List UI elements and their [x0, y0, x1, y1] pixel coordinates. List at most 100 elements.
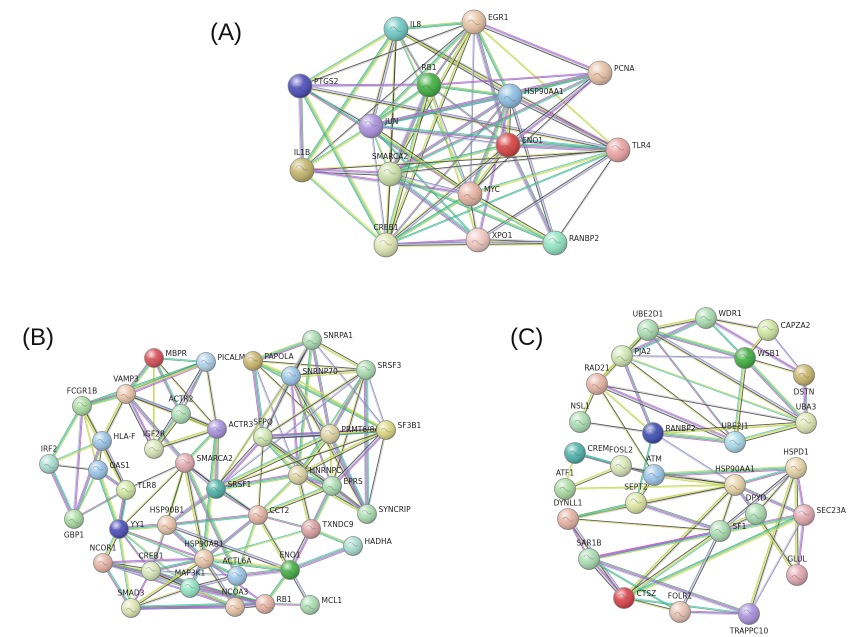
node-c-pja2: PJA2	[611, 345, 651, 367]
edge-strand	[236, 514, 259, 577]
node-label: IGF2R	[143, 430, 165, 439]
node-label: RANBP2	[569, 234, 599, 243]
edge-egr1-ptgs2	[299, 21, 475, 87]
edge-strand	[652, 433, 735, 443]
edge-strand	[389, 144, 509, 175]
edge-strand	[370, 70, 600, 125]
edge-strand	[215, 429, 386, 489]
edge-strand	[330, 369, 366, 486]
edge-strand	[299, 86, 386, 246]
edge-strand	[331, 369, 367, 487]
edge-strand	[568, 518, 721, 531]
structure-glyph	[630, 498, 642, 504]
edge-strand	[300, 170, 386, 247]
edge-strand	[508, 96, 555, 244]
node-label: PTGS2	[314, 77, 339, 86]
edge-sf3b1-syncrip	[366, 429, 387, 515]
node-b-fcgr1b: FCGR1B	[67, 387, 97, 416]
panel-b-label: (B)	[22, 324, 54, 351]
edge-strand	[291, 371, 367, 379]
edge-strand	[252, 361, 386, 432]
node-c-dpyd: DPYD	[745, 494, 767, 525]
structure-glyph	[260, 604, 270, 609]
edge-strand	[385, 192, 470, 245]
node-label: ACTR2	[169, 395, 194, 404]
edge-strand	[124, 394, 185, 465]
edge-strand	[166, 514, 259, 526]
structure-glyph	[739, 353, 751, 359]
edge-strand	[385, 95, 510, 245]
edge-strand	[370, 72, 600, 126]
node-shine	[724, 431, 746, 453]
node-label: OAS1	[110, 461, 131, 470]
node-label: EPRS	[344, 477, 363, 486]
structure-glyph	[583, 554, 595, 560]
node-c-ube2d1: UBE2D1	[633, 310, 664, 341]
edge-sf3b1-srsf1	[215, 429, 387, 490]
node-label: IRF2	[41, 445, 58, 454]
edge-strand	[734, 422, 806, 442]
edge-smarca2-hsp90ab1	[182, 462, 207, 560]
edge-cct2-hsp90b1	[166, 513, 259, 527]
node-shine	[196, 352, 216, 372]
edge-strand	[184, 463, 237, 577]
structure-glyph	[503, 96, 517, 102]
edge-snrnp70-srsf1	[215, 375, 292, 490]
edge-eno1-hadha	[289, 544, 354, 572]
edge-strand	[622, 355, 655, 433]
edge-ptgs2-creb1	[298, 85, 388, 246]
edge-strand	[679, 530, 721, 613]
structure-glyph	[307, 340, 317, 345]
edge-strand	[261, 437, 332, 488]
edge-il1b-creb1	[300, 168, 388, 247]
node-a-ranbp2: RANBP2	[542, 230, 599, 256]
edge-strand	[371, 74, 601, 129]
edge-strand	[648, 329, 736, 442]
edge-strand	[256, 515, 289, 572]
node-shine	[637, 319, 659, 341]
edge-egr1-myc	[469, 21, 475, 195]
edge-strand	[126, 392, 187, 463]
node-shine	[578, 548, 600, 570]
node-label: SRSF3	[378, 361, 402, 370]
edge-strand	[622, 355, 746, 358]
node-b-snrpa1: SNRPA1	[302, 330, 353, 350]
edge-strand	[302, 150, 619, 171]
edge-strand	[153, 428, 217, 449]
node-shine	[141, 561, 161, 581]
edge-strand	[596, 384, 735, 443]
node-shine	[144, 439, 164, 459]
edge-strand	[216, 437, 265, 491]
structure-glyph	[348, 542, 358, 547]
edge-strand	[262, 437, 332, 487]
edge-strand	[291, 375, 387, 430]
edge-strand	[297, 429, 387, 476]
structure-glyph	[379, 240, 393, 246]
edge-strand	[468, 95, 509, 194]
edge-strand	[395, 21, 475, 30]
edge-strand	[126, 463, 186, 491]
structure-glyph	[149, 358, 159, 363]
node-c-ube2j1: UBE2J1	[721, 422, 749, 453]
edge-papola-snrpa1	[252, 338, 313, 363]
edge-strand	[648, 327, 746, 357]
node-shine	[642, 422, 664, 444]
edge-strand	[395, 20, 474, 29]
edge-strand	[624, 515, 805, 599]
node-shine	[144, 348, 164, 368]
node-label: DPYD	[746, 494, 767, 503]
edge-dpyd-glul	[754, 512, 799, 577]
node-a-hsp90aa1: HSP90AA1	[497, 83, 564, 109]
edge-strand	[621, 316, 706, 355]
node-shine	[93, 553, 113, 573]
edge-sf3b1-eprs	[330, 428, 388, 488]
node-b-hnrnpc: HNRNPC	[288, 465, 341, 485]
edge-fcgr1b-irf2	[47, 405, 84, 465]
edge-strand	[389, 71, 600, 174]
edge-layer	[564, 315, 809, 616]
structure-glyph	[548, 238, 562, 244]
node-label: TLR4	[631, 141, 651, 150]
node-shine	[194, 549, 214, 569]
edge-ptgs2-il1b	[297, 85, 305, 171]
edge-strand	[154, 357, 183, 414]
